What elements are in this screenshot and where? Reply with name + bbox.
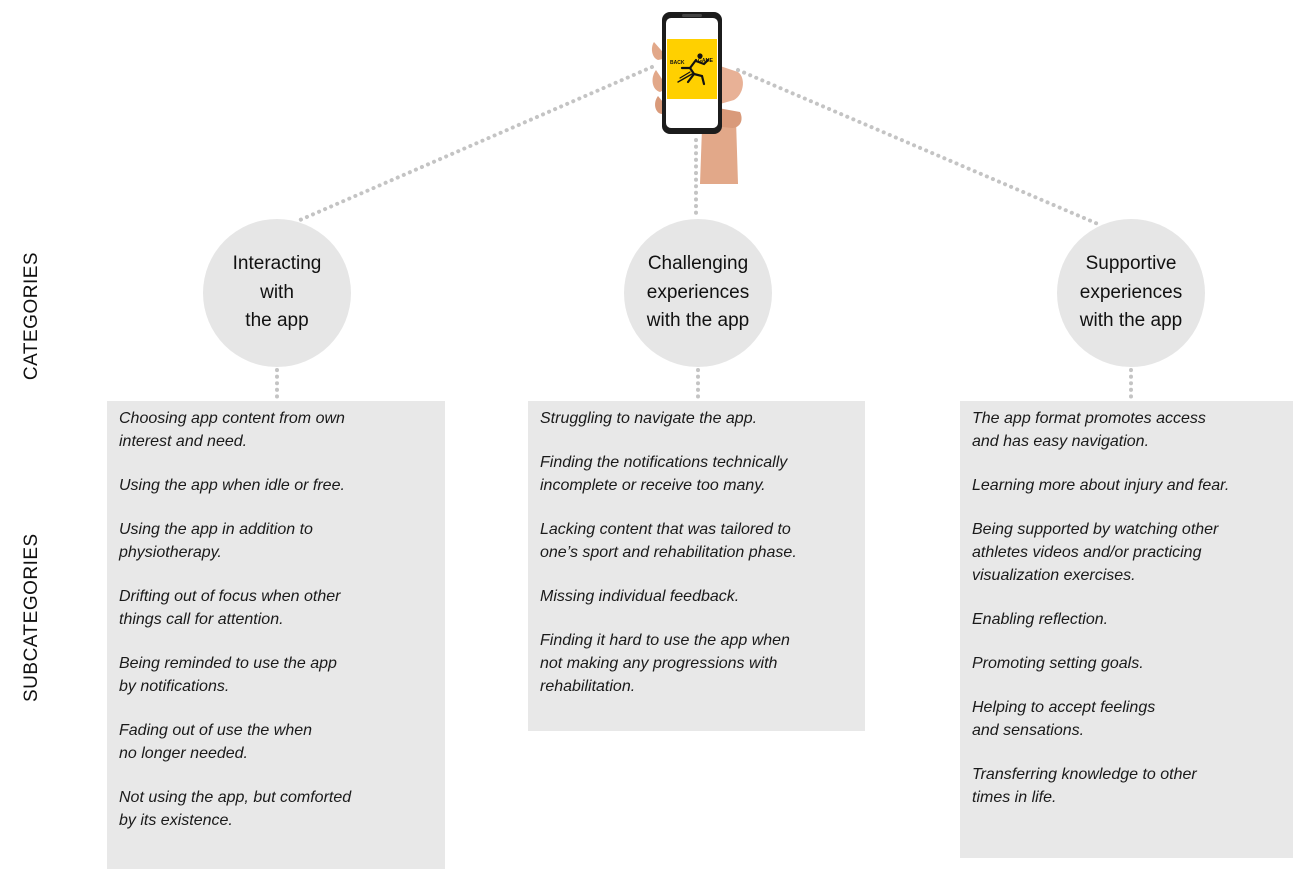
subcategory-item: Missing individual feedback. — [540, 588, 740, 605]
subcategory-item: The app format promotes access and has e… — [972, 410, 1206, 450]
hand-icon — [700, 118, 738, 184]
connector-phone-to-interacting — [298, 65, 654, 222]
subcategory-item: Being supported by watching other athlet… — [972, 521, 1219, 584]
side-label-subcategories: SUBCATEGORIES — [21, 533, 42, 702]
subcategory-item: Struggling to navigate the app. — [540, 410, 758, 427]
subcategory-item: Promoting setting goals. — [972, 655, 1144, 672]
connector-phone-to-supportive — [736, 68, 1100, 226]
subcategory-item: Not using the app, but comforted by its … — [119, 789, 352, 829]
category-circle-supportive: Supportive experiences with the app — [1057, 219, 1205, 367]
subcategory-item: Lacking content that was tailored to one… — [540, 521, 797, 561]
category-label: Interacting with the app — [232, 253, 322, 332]
subcategory-box-challenging: Struggling to navigate the app. Finding … — [528, 401, 865, 731]
subcategory-box-interacting: Choosing app content from own interest a… — [107, 401, 445, 869]
category-label: Challenging experiences with the app — [646, 253, 750, 332]
subcategory-item: Finding the notifications technically in… — [540, 454, 788, 494]
subcategory-item: Drifting out of focus when other things … — [119, 588, 341, 628]
phone-in-hand-illustration: BACK GAME — [648, 8, 748, 184]
logo-text-left: BACK — [670, 60, 685, 66]
subcategory-item: Finding it hard to use the app when not … — [540, 632, 790, 695]
subcategory-item: Using the app when idle or free. — [119, 477, 345, 494]
subcategory-item: Being reminded to use the app by notific… — [119, 655, 337, 695]
subcategory-item: Choosing app content from own interest a… — [119, 410, 345, 450]
subcategory-item: Using the app in addition to physiothera… — [119, 521, 313, 561]
subcategory-box-supportive: The app format promotes access and has e… — [960, 401, 1293, 858]
category-circle-interacting: Interacting with the app — [203, 219, 351, 367]
app-logo-screen — [667, 39, 717, 99]
category-label: Supportive experiences with the app — [1079, 253, 1183, 332]
subcategory-item: Learning more about injury and fear. — [972, 477, 1230, 494]
runner-icon — [677, 53, 710, 86]
side-label-categories: CATEGORIES — [21, 251, 42, 381]
subcategory-item: Enabling reflection. — [972, 611, 1109, 628]
subcategory-item: Fading out of use the when no longer nee… — [119, 722, 313, 762]
subcategory-item: Transferring knowledge to other times in… — [972, 766, 1197, 806]
category-circle-challenging: Challenging experiences with the app — [624, 219, 772, 367]
subcategory-item: Helping to accept feelings and sensation… — [972, 699, 1156, 739]
